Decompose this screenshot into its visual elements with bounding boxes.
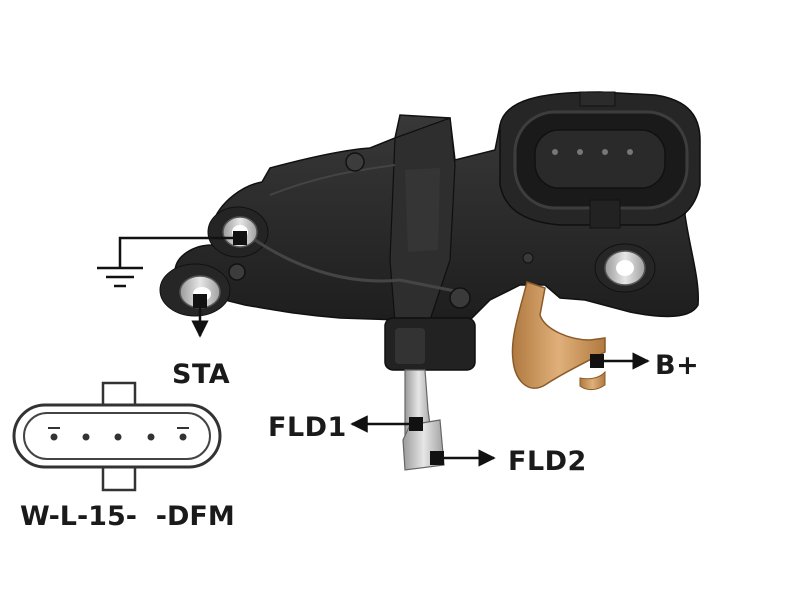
b-plus-terminal [511, 281, 606, 389]
connector-housing [499, 91, 701, 229]
fld1-label: FLD1 [268, 412, 347, 443]
fld1-callout: FLD1 [268, 412, 423, 443]
sta-marker [193, 294, 207, 308]
pin-3 [114, 433, 122, 441]
b-plus-tab [579, 370, 606, 391]
ground-callout [97, 231, 247, 288]
ground-marker [233, 231, 247, 245]
plug-pins [48, 427, 189, 441]
mount-hole-right-center [616, 260, 634, 276]
housing-ridge [254, 238, 461, 294]
b-plus-callout: B+ [590, 350, 699, 381]
brush-holder-detail [395, 328, 425, 364]
sta-label: STA [172, 359, 230, 390]
fld1-marker [409, 417, 423, 431]
fld2-callout: FLD2 [430, 446, 587, 477]
sta-callout: STA [172, 294, 230, 390]
screw-right [522, 252, 534, 264]
b-plus-marker [590, 354, 604, 368]
pin-5 [179, 433, 187, 441]
fld2-marker [430, 451, 444, 465]
ground-symbol-icon [97, 266, 143, 288]
screw-left [228, 263, 246, 281]
pinout-label: W-L-15- -DFM [20, 501, 235, 532]
fld2-label: FLD2 [508, 446, 587, 477]
plug-pinout-schematic: W-L-15- -DFM [12, 381, 235, 532]
housing-edge [269, 164, 396, 196]
ridge-highlight [405, 168, 440, 252]
pin-1 [50, 433, 58, 441]
pin-4 [147, 433, 155, 441]
screw-center [449, 287, 471, 309]
b-plus-label: B+ [655, 350, 699, 381]
screw-top [345, 152, 365, 172]
regulator-housing [159, 91, 701, 371]
pin-2 [82, 433, 90, 441]
